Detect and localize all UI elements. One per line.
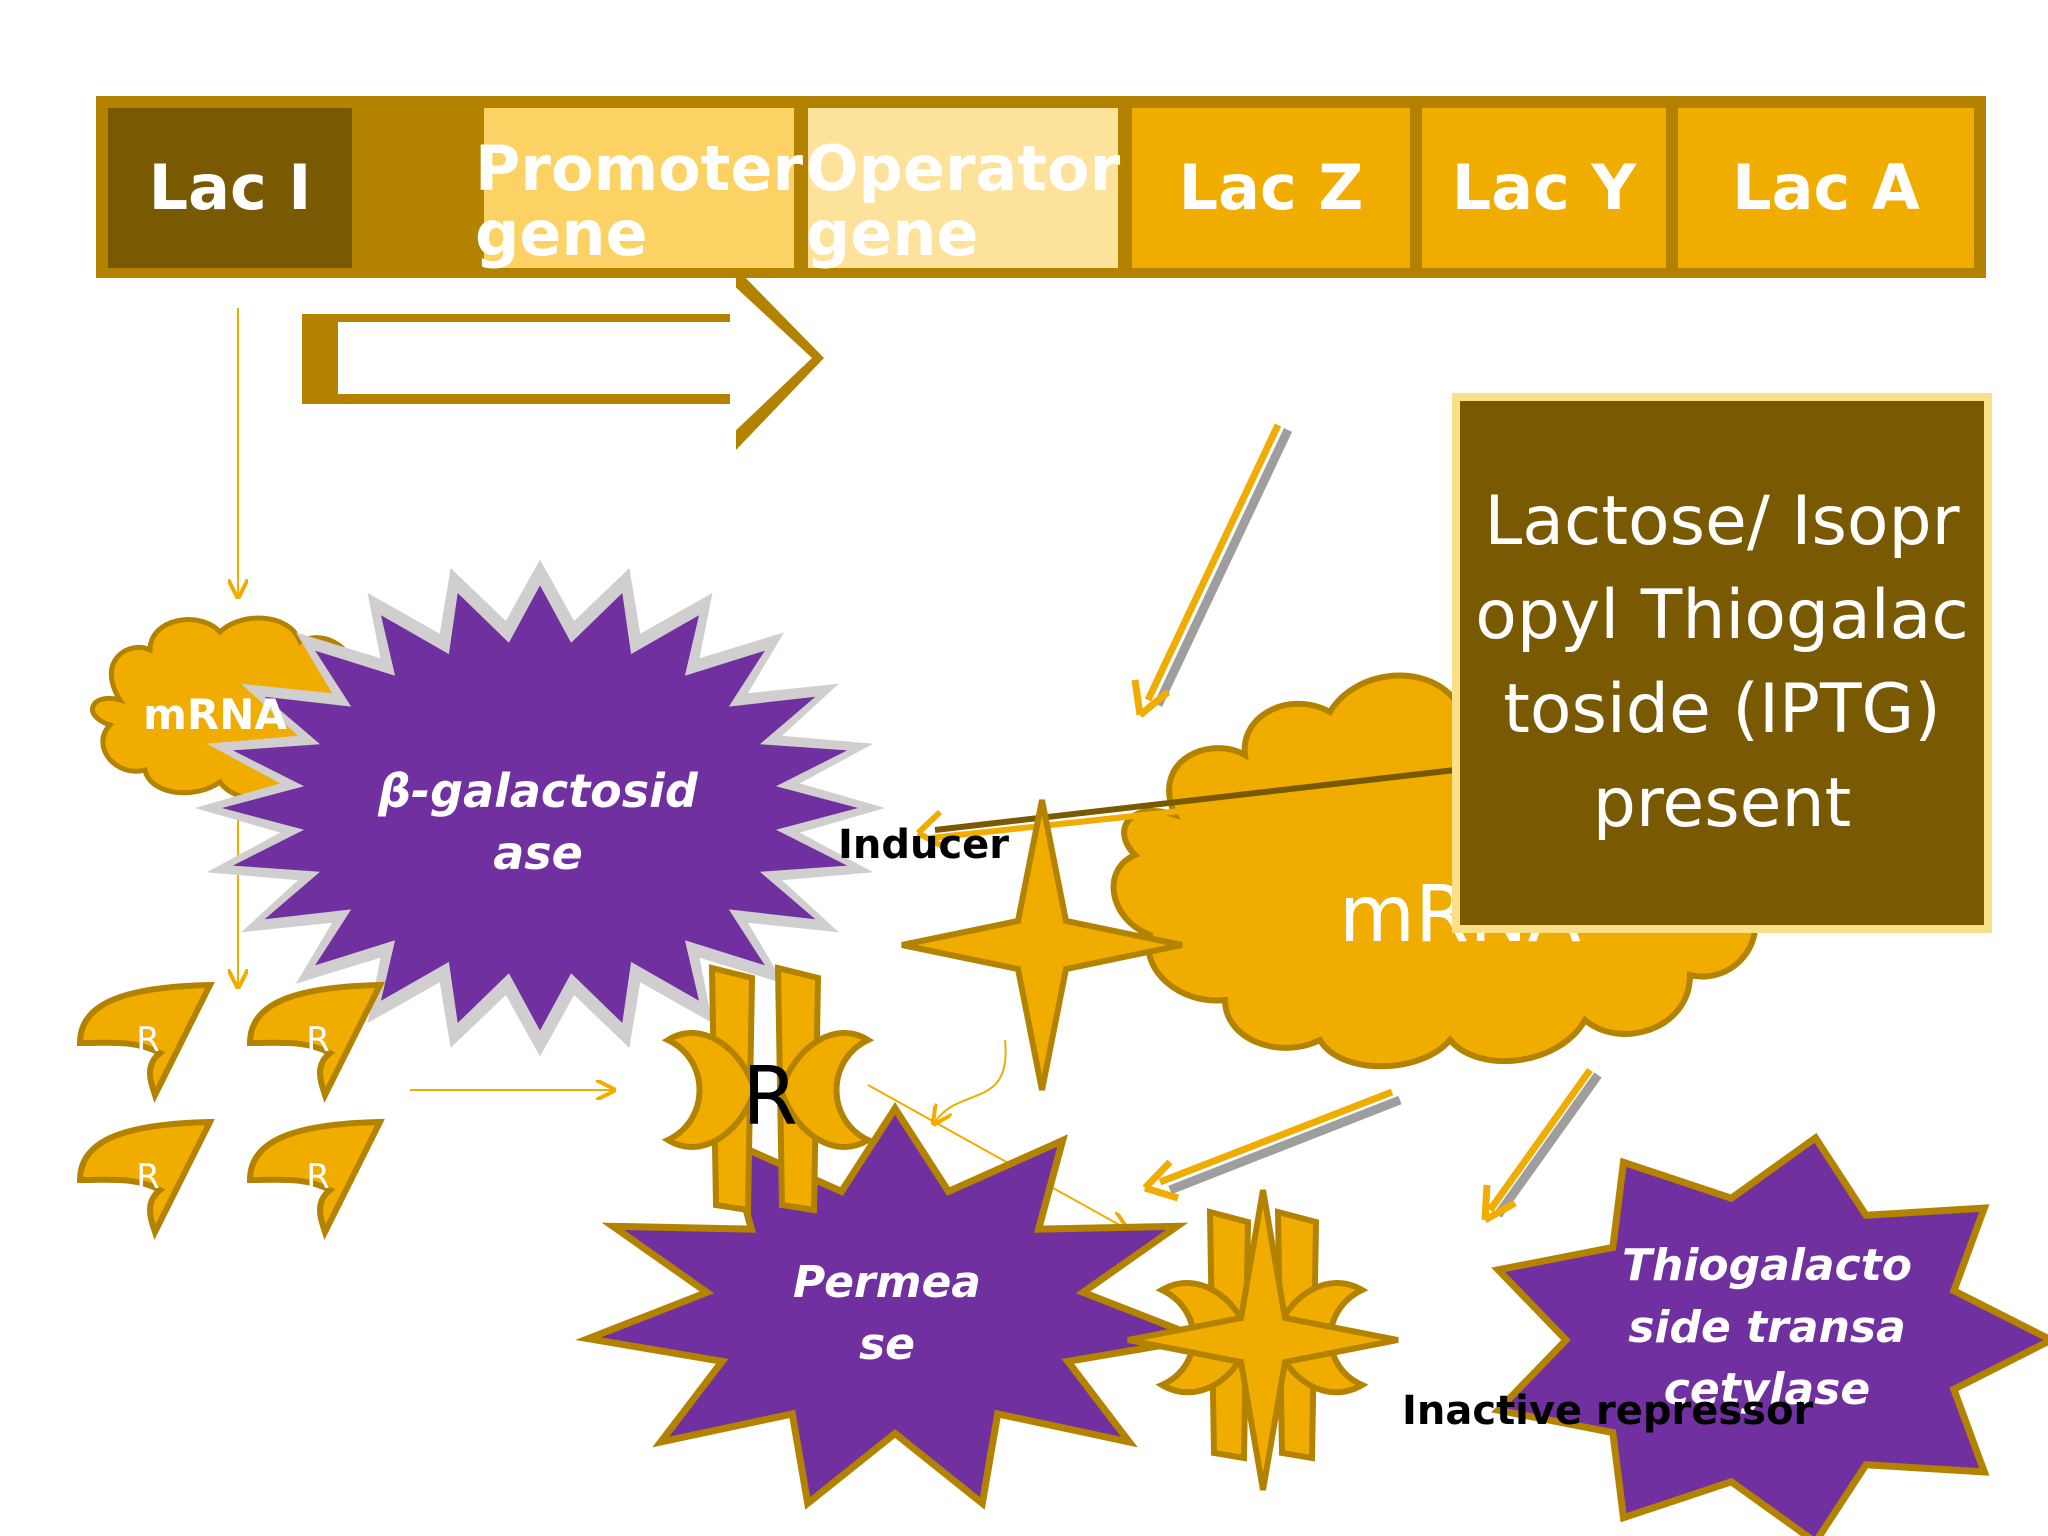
gene-lac-y-label: Lac Y [1451,151,1637,225]
repressor-unit-label: R [306,1157,330,1197]
transacetylase-label: Thiogalactoside transacetylase [1622,1240,1912,1415]
gene-box-lac-y [1422,108,1666,268]
condition-box: Lactose/ Isopropyl Thiogalactoside (IPTG… [1452,393,1992,933]
gene-box-lac-i [108,108,352,268]
inducer-star [901,799,1183,1091]
repressor-tetramer [661,964,875,1214]
gene-boxes [108,108,1974,268]
transcription-arrow [302,268,824,450]
repressor-unit-label: R [136,1020,160,1060]
gene-lac-z-label: Lac Z [1178,151,1364,225]
gene-box-lac-a [1678,108,1974,268]
gene-operator-label: Operator gene [805,131,1121,270]
inducer-label: Inducer [838,822,1010,868]
induction-arrows [915,423,1602,1224]
gene-lac-a-label: Lac A [1732,151,1920,225]
repressor-unit-label: R [306,1020,330,1060]
gene-box-operator [808,108,1118,268]
permease-label: Permease [793,1257,981,1370]
inactive-repressor-label: Inactive repressor [1402,1388,1814,1434]
repressor-units [76,981,385,1240]
permease-burst [575,1102,1215,1510]
beta-galactosidase-burst [195,559,885,1057]
repressor-unit [76,1118,215,1240]
repressor-unit [246,1118,385,1240]
repressor-unit-label: R [136,1157,160,1197]
repressor-unit [246,981,385,1103]
gene-box-spacer [364,108,472,268]
inducer-bound-star [1127,1189,1399,1491]
gene-lac-i-label: Lac I [148,151,312,225]
repressor-large-label: R [742,1050,798,1143]
gene-box-lac-z [1132,108,1410,268]
gene-box-promoter [484,108,794,268]
condition-text: Lactose/ Isopropyl Thiogalactoside (IPTG… [1475,482,1969,843]
beta-galactosidase-label: β-galactosidase [378,764,698,880]
mrna-small-label: mRNA [143,690,287,739]
gene-promoter-label: Promoter gene [474,131,804,270]
transacetylase-star [1491,1132,2048,1536]
flow-lines [238,308,1125,1228]
repressor-unit [76,981,215,1103]
